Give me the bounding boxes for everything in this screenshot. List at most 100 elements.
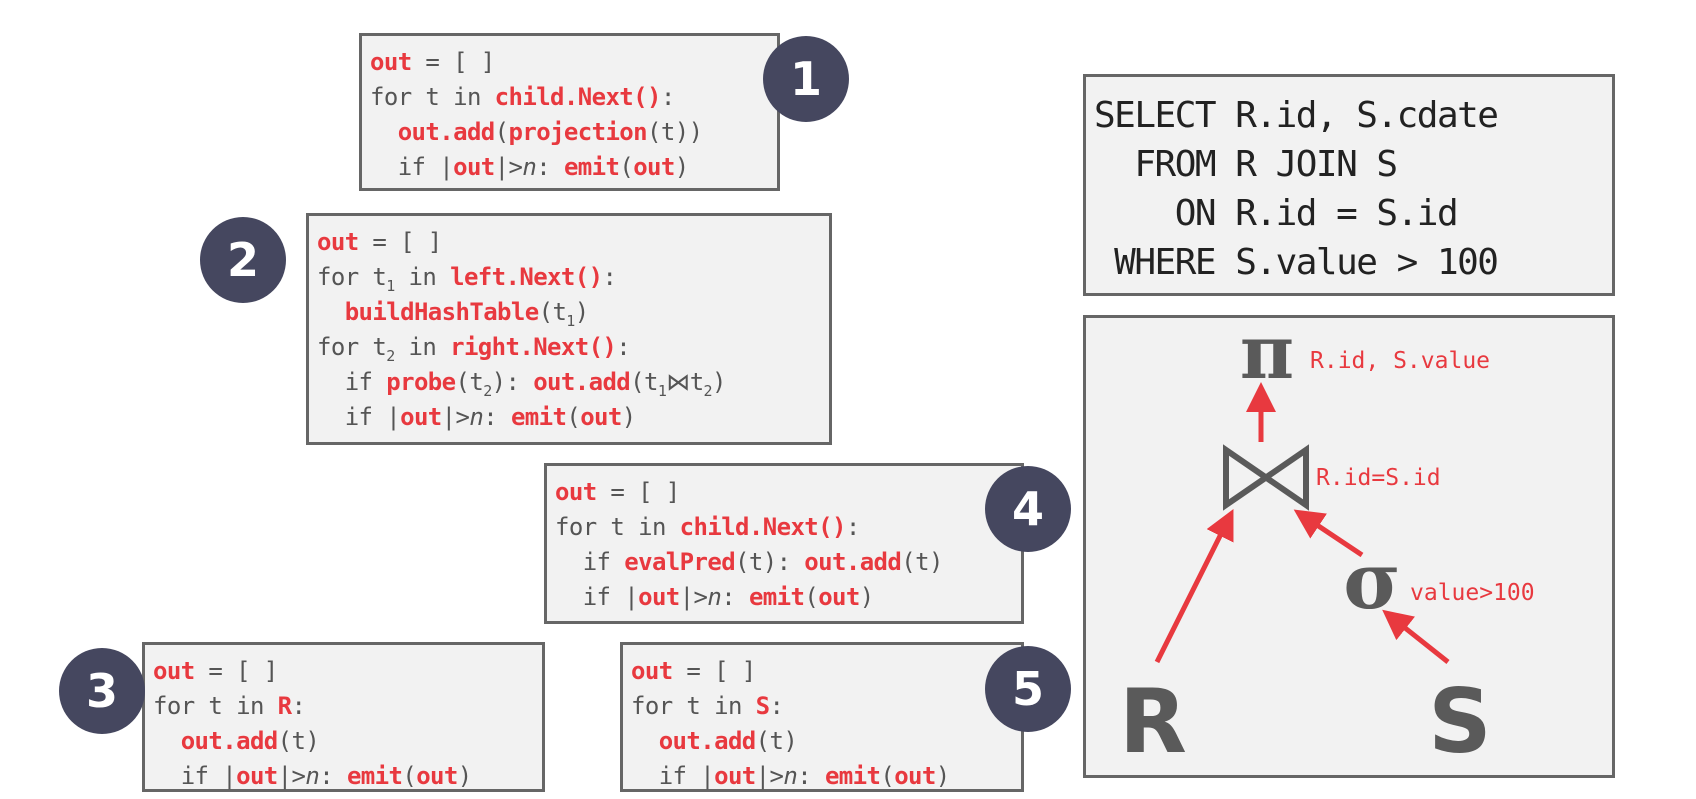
code-text: ) [935, 762, 950, 790]
code-text: |> [277, 762, 306, 790]
code-line: out.add(t) [153, 724, 542, 759]
code-highlight: child.Next() [494, 83, 662, 111]
sql-line-where: WHERE S.value > 100 [1094, 242, 1499, 283]
code-text: = [ ] [596, 478, 680, 506]
sql-line-select: SELECT R.id, S.cdate [1094, 95, 1499, 136]
sql-line-from: FROM R JOIN S [1094, 144, 1398, 185]
code-highlight: out [400, 403, 442, 431]
code-highlight: projection [508, 118, 648, 146]
step-badge-5: 5 [985, 646, 1071, 732]
code-line: for t1 in left.Next(): [317, 260, 829, 295]
code-line: out = [ ] [153, 654, 542, 689]
code-highlight: R [277, 692, 292, 720]
code-text: if [317, 368, 387, 396]
code-text: ( [619, 153, 634, 181]
code-highlight: out [555, 478, 597, 506]
code-text: ) [574, 298, 589, 326]
code-highlight: buildHashTable [344, 298, 539, 326]
code-text: n [522, 153, 537, 181]
code-highlight: out.add [533, 368, 631, 396]
code-text: n [707, 583, 722, 611]
code-text: (t) [277, 727, 320, 755]
code-text: for t in [631, 692, 756, 720]
code-text: if | [555, 583, 639, 611]
code-highlight: out.add [180, 727, 279, 755]
join-bowtie-icon [1223, 444, 1309, 511]
code-text: for t [317, 263, 387, 291]
code-highlight: out [317, 228, 359, 256]
projection-symbol: π [1240, 310, 1294, 396]
code-highlight: S [755, 692, 770, 720]
code-text: 1 [566, 312, 575, 330]
code-text: : [483, 403, 511, 431]
code-text: for t in [555, 513, 680, 541]
code-text: : [616, 333, 631, 361]
sql-query-box: SELECT R.id, S.cdate FROM R JOIN S ON R.… [1083, 74, 1615, 296]
code-highlight: out [638, 583, 680, 611]
code-text: = [ ] [194, 657, 278, 685]
operator-box-5: out = [ ]for t in S: out.add(t) if |out|… [620, 642, 1024, 792]
code-text: ) [859, 583, 874, 611]
code-highlight: evalPred [624, 548, 736, 576]
code-line: if |out|>n: emit(out) [317, 400, 829, 435]
code-highlight: out [714, 762, 756, 790]
code-highlight: emit [824, 762, 881, 790]
code-line: if evalPred(t): out.add(t) [555, 545, 1021, 580]
code-line: out = [ ] [631, 654, 1021, 689]
code-highlight: emit [510, 403, 567, 431]
operator-box-2: out = [ ] for t1 in left.Next(): buildHas… [306, 213, 832, 445]
code-text: ( [880, 762, 895, 790]
code-line: out.add(t) [631, 724, 1021, 759]
code-text: n [305, 762, 320, 790]
code-highlight: out [818, 583, 860, 611]
arrow-selection-to-join [1293, 509, 1364, 558]
code-text: |> [441, 403, 470, 431]
code-text: (t [630, 368, 658, 396]
code-line: if probe(t2): out.add(t1⋈t2) [317, 365, 829, 400]
code-text: if | [153, 762, 237, 790]
selection-label: value>100 [1410, 580, 1535, 606]
arrow-s-to-selection [1382, 609, 1450, 664]
code-highlight: out [631, 657, 673, 685]
code-text: 1 [657, 382, 667, 400]
code-highlight: out [453, 153, 495, 181]
code-text: if | [317, 403, 401, 431]
code-text: (t): [735, 548, 805, 576]
code-text: ) [711, 368, 726, 396]
code-highlight: emit [563, 153, 620, 181]
code-text: for t in [153, 692, 278, 720]
code-text: (t) [901, 548, 943, 576]
code-line: for t in S: [631, 689, 1021, 724]
code-text: ( [566, 403, 581, 431]
code-line: if |out|>n: emit(out) [370, 150, 777, 185]
code-highlight: emit [346, 762, 403, 790]
code-text: ) [674, 153, 689, 181]
arrow-r-to-join [1154, 509, 1234, 664]
code-text: = [ ] [358, 228, 442, 256]
code-highlight: out.add [397, 118, 496, 146]
code-text: (t)) [647, 118, 703, 146]
code-text: 1 [386, 277, 395, 295]
code-text: if | [631, 762, 715, 790]
code-text: : [319, 762, 347, 790]
code-text: = [ ] [411, 48, 495, 76]
code-text: ) [457, 762, 472, 790]
code-text: 2 [703, 382, 713, 400]
code-text: ( [804, 583, 819, 611]
code-text: ⋈t [666, 368, 704, 396]
code-text: if [555, 548, 625, 576]
code-line: for t2 in right.Next(): [317, 330, 829, 365]
code-text: (t) [755, 727, 798, 755]
code-line: for t in child.Next(): [370, 80, 777, 115]
sql-line-on: ON R.id = S.id [1094, 193, 1459, 234]
operator-box-4: out = [ ] for t in child.Next(): if evalP… [544, 463, 1024, 624]
table-s: S [1428, 670, 1491, 773]
code-text: ( [494, 118, 509, 146]
code-line: if |out|>n: emit(out) [153, 759, 542, 794]
code-highlight: left.Next() [450, 263, 603, 291]
code-line: for t in child.Next(): [555, 510, 1021, 545]
code-text: 2 [386, 347, 395, 365]
code-highlight: emit [748, 583, 805, 611]
code-text: n [469, 403, 484, 431]
code-text: : [845, 513, 860, 541]
